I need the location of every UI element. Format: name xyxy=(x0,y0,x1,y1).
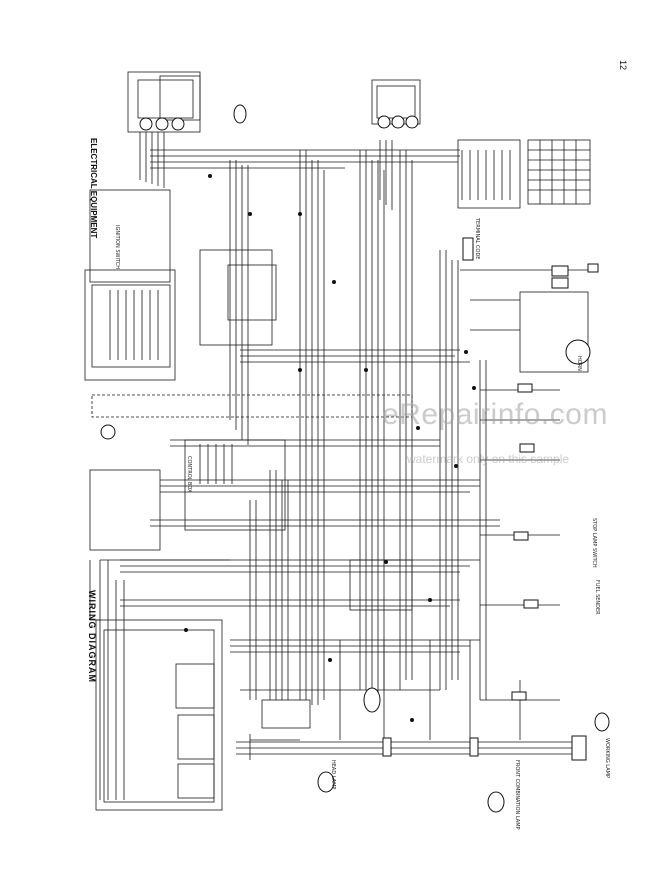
horn-relay-box xyxy=(519,291,589,373)
component-label-head-lamp: HEAD LAMP xyxy=(330,760,336,790)
terminal-block xyxy=(527,139,591,205)
component-label-fuel-sender: FUEL SENDER xyxy=(594,580,600,615)
component-label-terminal-code: TERMINAL CODE xyxy=(474,218,480,260)
lamp-relay-box xyxy=(349,559,413,611)
watermark-site: eRepairinfo.com xyxy=(382,398,608,431)
watermark-note: watermark only on this sample xyxy=(407,452,570,466)
switch-panel-box xyxy=(89,469,161,551)
dashed-harness-box xyxy=(91,394,413,418)
page-number: 12 xyxy=(618,60,628,71)
section-title: ELECTRICAL EQUIPMENT xyxy=(89,138,98,239)
component-label-control-box: CONTROL BOX xyxy=(186,456,192,493)
fuse-block-box xyxy=(84,269,176,381)
component-label-front-combination-lamp: FRONT COMBINATION LAMP xyxy=(514,760,520,830)
flasher-unit-box xyxy=(89,189,171,283)
diagram-title: WIRING DIAGRAM xyxy=(87,590,97,683)
component-label-stop-lamp-switch: STOP LAMP SWITCH xyxy=(591,518,597,568)
small-connector-box xyxy=(261,699,311,729)
connector-block xyxy=(457,139,521,209)
component-label-ignition-switch: IGNITION SWITCH xyxy=(114,225,120,269)
meter-panel-box xyxy=(95,619,223,811)
component-label-horn: HORN xyxy=(576,356,582,371)
component-label-working-lamp: WORKING LAMP xyxy=(604,738,610,778)
